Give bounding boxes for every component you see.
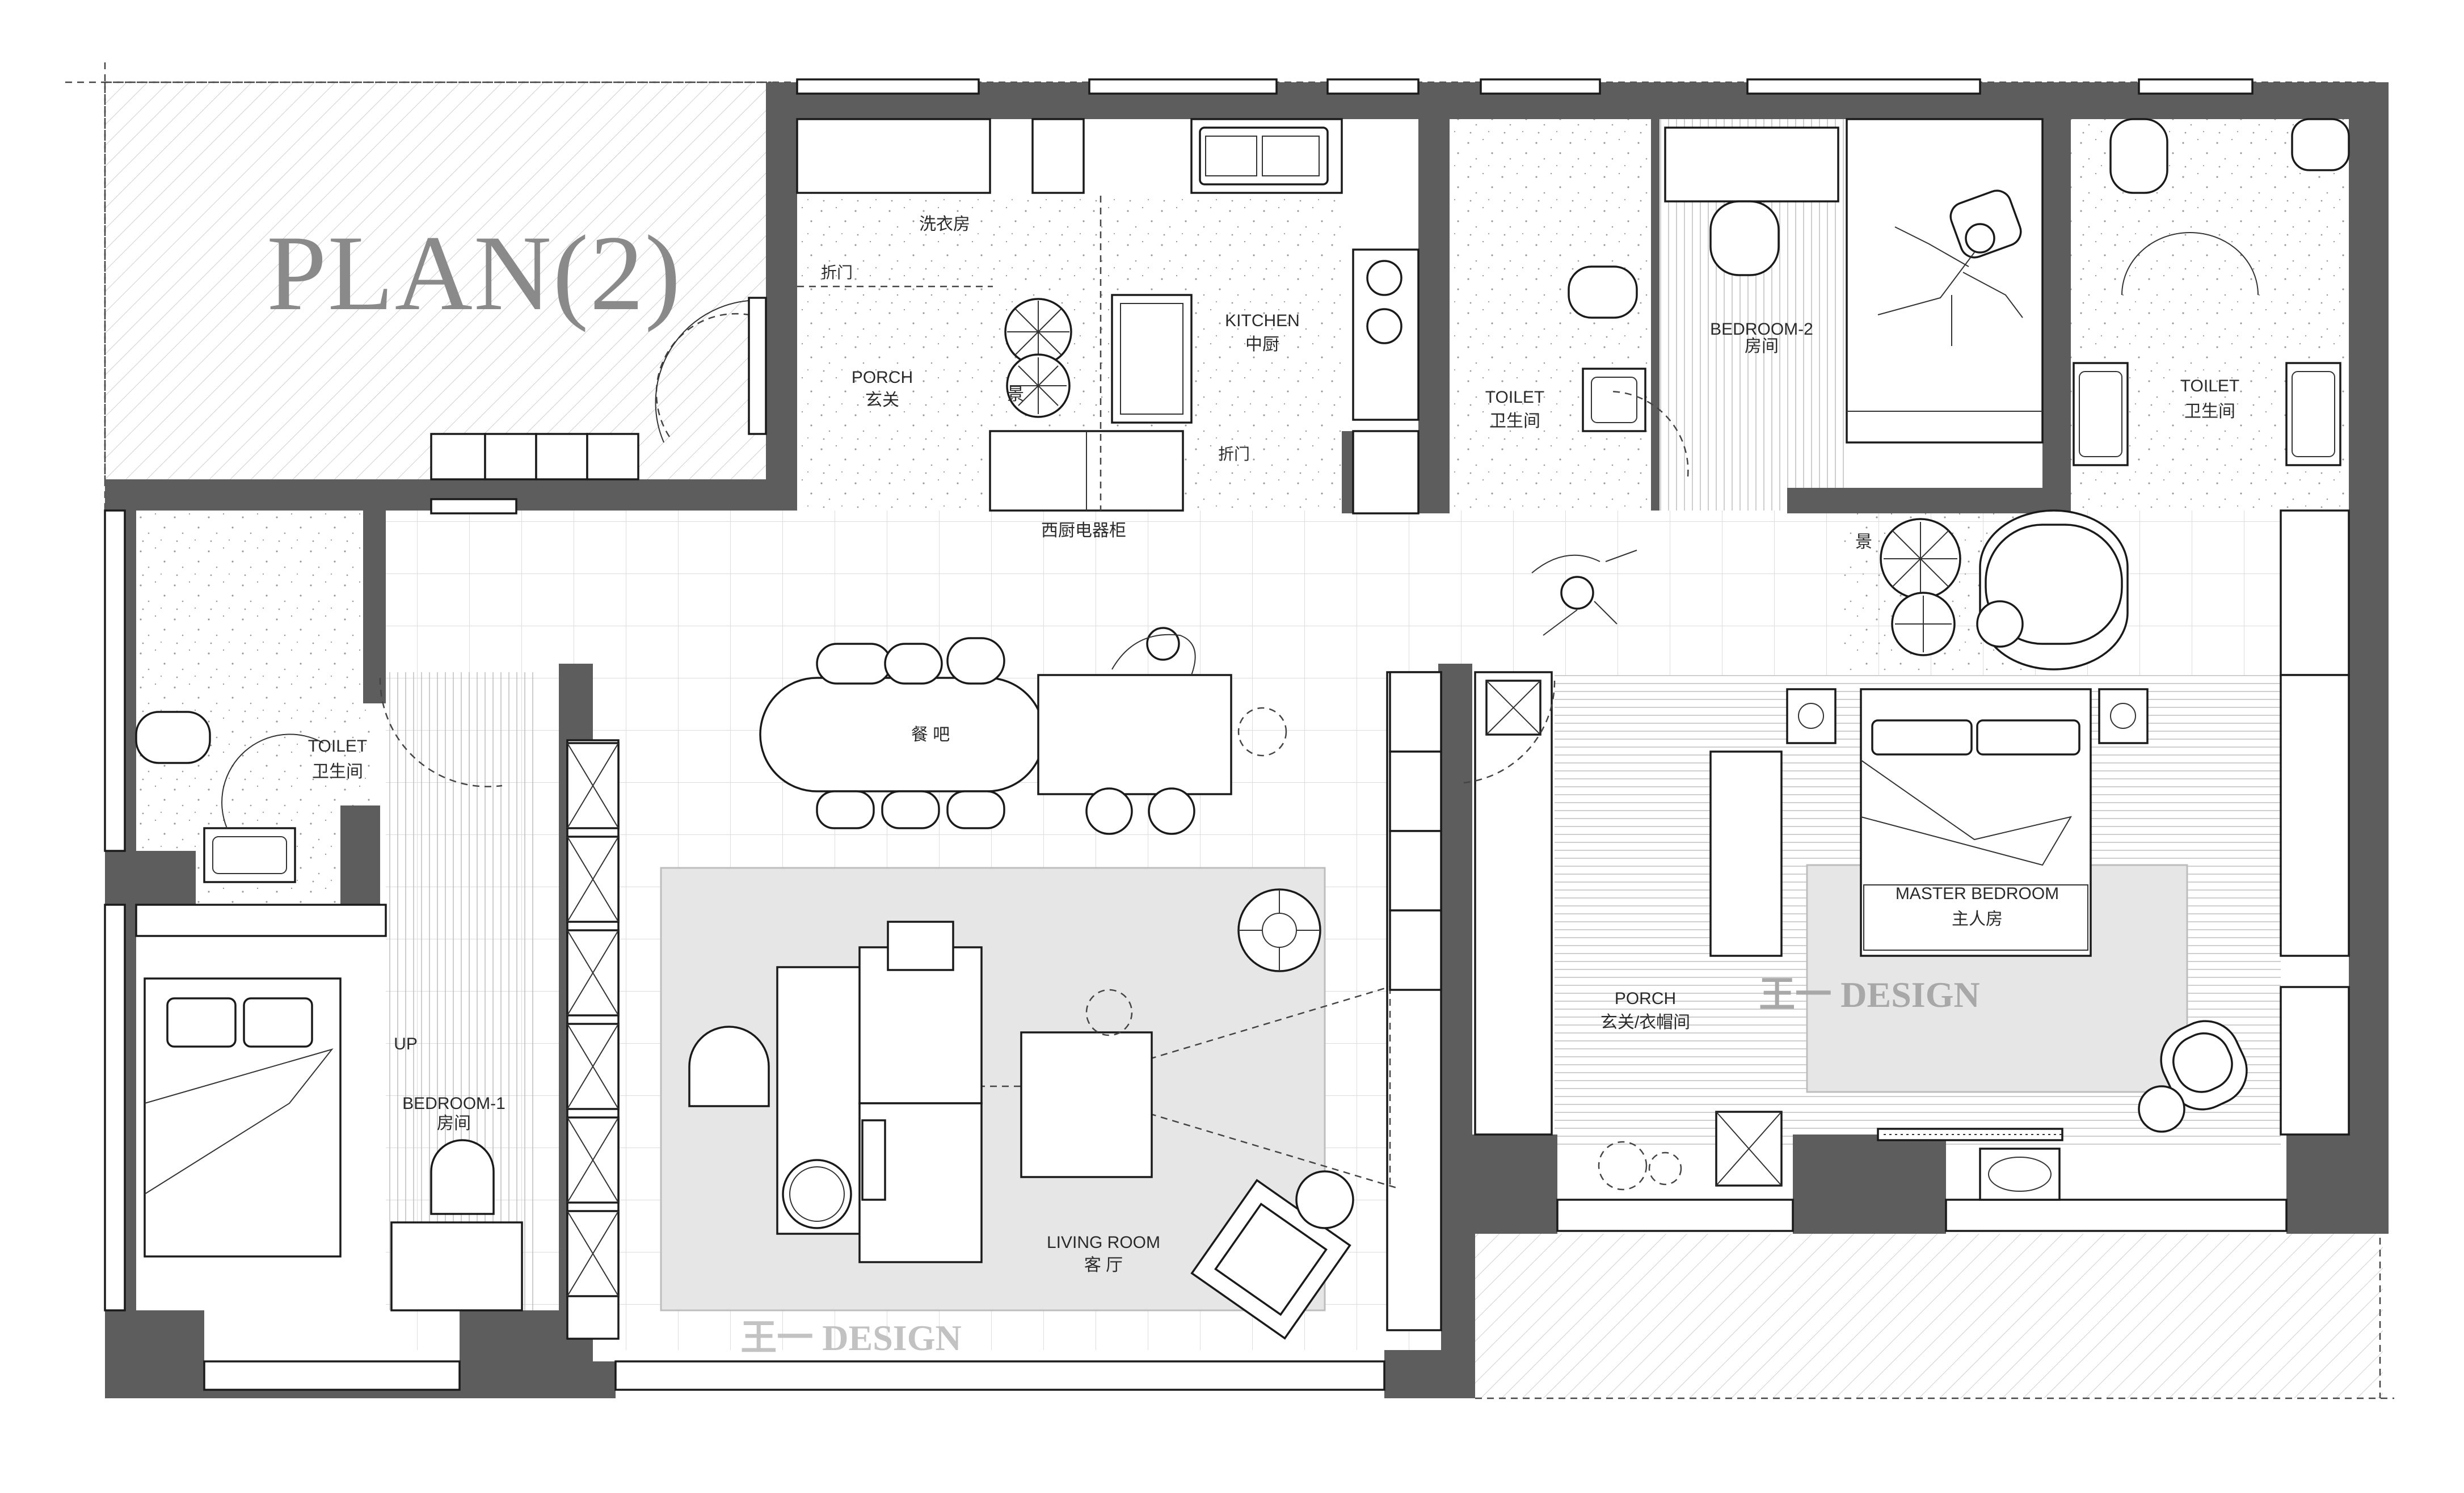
label-bedroom1-en: BEDROOM-1	[402, 1094, 506, 1113]
label-scenery-1: 景	[1007, 385, 1024, 404]
label-kitchen-cn: 中厨	[1245, 335, 1279, 354]
person-dining	[1111, 627, 1196, 676]
plant-bath	[1880, 518, 1961, 656]
label-porch2-cn: 玄关/衣帽间	[1600, 1013, 1690, 1032]
plan-title: PLAN(2)	[267, 214, 682, 333]
label-toilet-b-cn: 卫生间	[312, 762, 363, 781]
porch-cabinet-cells	[1389, 671, 1442, 991]
label-master-en: MASTER BEDROOM	[1896, 884, 2059, 903]
furniture	[135, 118, 2350, 1340]
person-walking	[1531, 550, 1637, 636]
label-bedroom2-cn: 房间	[1745, 337, 1779, 356]
label-dining-bar: 餐 吧	[911, 726, 950, 744]
label-master-cn: 主人房	[1952, 910, 2003, 929]
label-western-appliance: 西厨电器柜	[1041, 521, 1126, 540]
label-toilet-a-cn: 卫生间	[1489, 412, 1540, 431]
exterior-hatch	[65, 62, 2394, 1399]
storage-cubes	[566, 742, 620, 1297]
label-living-cn: 客 厅	[1084, 1256, 1123, 1275]
label-bedroom2-en: BEDROOM-2	[1710, 320, 1813, 339]
label-bedroom1-cn: 房间	[437, 1114, 471, 1133]
label-toilet-a-en: TOILET	[1485, 388, 1544, 407]
windows	[104, 78, 2288, 1391]
label-toilet-c-cn: 卫生间	[2184, 402, 2235, 421]
label-porch-en: PORCH	[852, 368, 913, 387]
label-laundry: 洗衣房	[919, 215, 970, 234]
label-up: UP	[394, 1035, 418, 1053]
label-living-en: LIVING ROOM	[1047, 1233, 1160, 1252]
label-toilet-c-en: TOILET	[2180, 377, 2239, 395]
label-kitchen-en: KITCHEN	[1225, 311, 1300, 330]
label-porch-cn: 玄关	[865, 391, 899, 410]
person-sleeping	[1877, 189, 2023, 346]
label-fold-door-2: 折门	[1218, 445, 1250, 463]
living-rug	[660, 867, 1326, 1311]
label-fold-door-1: 折门	[821, 264, 853, 281]
plant-kitchen	[1004, 298, 1072, 418]
watermark-living: 王一 DESIGN	[740, 1318, 961, 1358]
watermark-master: 王一 DESIGN	[1759, 975, 1979, 1015]
label-porch2-en: PORCH	[1615, 989, 1676, 1008]
label-toilet-b-en: TOILET	[308, 737, 367, 756]
walls	[105, 82, 2389, 1398]
label-scenery-2: 景	[1855, 533, 1872, 551]
porch-steps	[430, 433, 639, 480]
